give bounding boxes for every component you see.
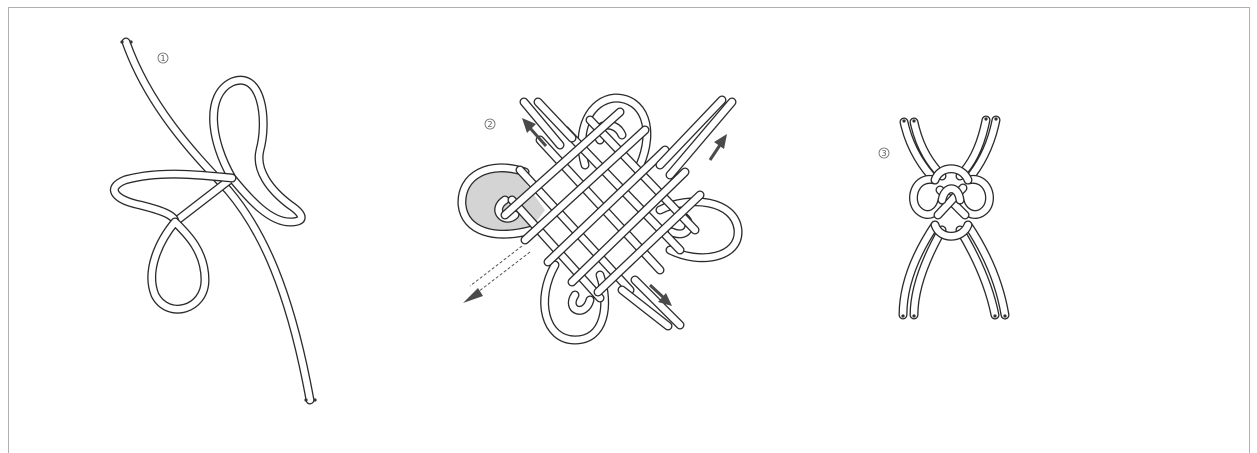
svg-text:3: 3 [881, 149, 886, 158]
panel-3-knot-body [913, 169, 989, 237]
step-3-label: 3 [879, 148, 889, 158]
step-1-label: 1 [158, 53, 168, 63]
panel-2-weave: 2 [462, 98, 738, 340]
panel-2-arrow-up-right [710, 134, 727, 160]
svg-text:2: 2 [487, 120, 492, 129]
panel-2-pull-path [478, 252, 530, 292]
step-2-label: 2 [485, 119, 495, 129]
panel-1-loops: 1 [114, 40, 316, 401]
panel-3-tightened-knot: 3 [879, 117, 1007, 317]
svg-text:1: 1 [160, 54, 165, 63]
